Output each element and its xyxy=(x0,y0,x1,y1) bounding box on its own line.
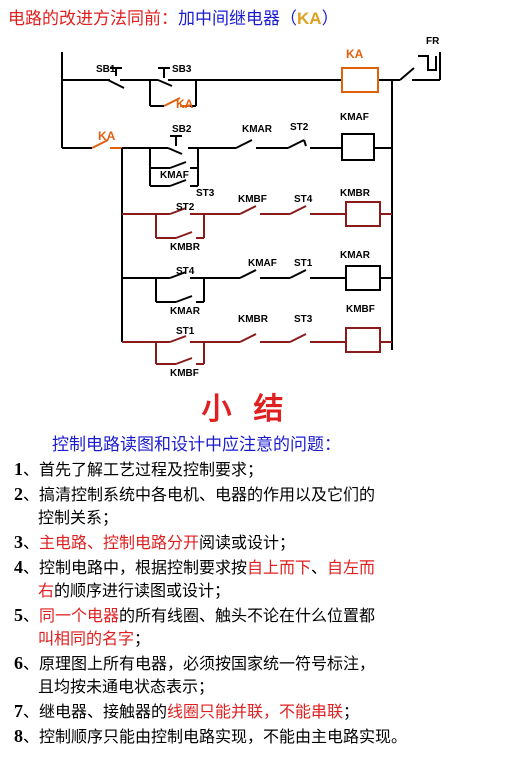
rule-text: 、搞清控制系统中各电机、电器的作用以及它们的 xyxy=(23,485,376,504)
rule-continuation: 右的顺序进行读图或设计； xyxy=(14,579,504,602)
label-kmar-holding: KMAR xyxy=(170,306,201,317)
label-st3-r5: ST3 xyxy=(294,314,313,325)
rule-text: 、首先了解工艺过程及控制要求； xyxy=(23,460,264,479)
label-ka-contact: KA xyxy=(98,129,116,143)
label-kmbf-holding: KMBF xyxy=(170,368,199,379)
rule-highlight: 右 xyxy=(38,581,55,600)
rule-number: 1 xyxy=(14,459,23,479)
summary-subtitle: 控制电路读图和设计中应注意的问题： xyxy=(52,435,341,455)
label-kmbf-r3: KMBF xyxy=(238,194,267,205)
label-st1-r5: ST1 xyxy=(176,326,195,337)
rule-text: 的所有线圈、触头不论在什么位置都 xyxy=(119,606,376,625)
rule-item: 8、控制顺序只能由控制电路实现，不能由主电路实现。 xyxy=(14,725,504,748)
label-kmaf-holding: KMAF xyxy=(160,170,189,181)
rule-number: 2 xyxy=(14,484,23,504)
title-suffix: ） xyxy=(321,9,339,29)
rule-item: 7、继电器、接触器的线圈只能并联，不能串联； xyxy=(14,700,504,723)
title-prefix: 电路的改进方法同前： xyxy=(8,9,178,29)
label-st3-branch: ST3 xyxy=(196,188,215,199)
page-title: 电路的改进方法同前：加中间继电器（KA） xyxy=(8,4,339,29)
rule-number: 5 xyxy=(14,605,23,625)
kmbf-coil xyxy=(345,327,381,353)
rule-continuation: 控制关系； xyxy=(38,508,119,527)
rule-continuation: 且均按未通电状态表示； xyxy=(38,677,215,696)
rules-list: 1、首先了解工艺过程及控制要求；2、搞清控制系统中各电机、电器的作用以及它们的控… xyxy=(14,458,504,750)
rule-text: 、 xyxy=(23,606,40,625)
rule-number: 7 xyxy=(14,701,23,721)
rule-item: 5、同一个电器的所有线圈、触头不论在什么位置都叫相同的名字； xyxy=(14,604,504,650)
rule-text: 、继电器、接触器的 xyxy=(23,702,168,721)
label-st4-r3: ST4 xyxy=(294,194,313,205)
rule-item: 3、主电路、控制电路分开阅读或设计； xyxy=(14,531,504,554)
kmbr-coil xyxy=(345,201,381,227)
summary-title: 小结 xyxy=(201,392,306,427)
rule-text: 、原理图上所有电器，必须按国家统一符号标注， xyxy=(23,654,376,673)
rule-item: 1、首先了解工艺过程及控制要求； xyxy=(14,458,504,481)
label-sb1: SB1 xyxy=(96,64,116,75)
rule-text: 阅读或设计； xyxy=(199,533,296,552)
label-sb2: SB2 xyxy=(172,124,192,135)
rule-highlight: 叫相同的名字 xyxy=(38,629,135,648)
rule-highlight: 主电路、控制电路分开 xyxy=(39,533,200,552)
label-kmar-nc: KMAR xyxy=(242,124,273,135)
label-kmaf-coil: KMAF xyxy=(340,112,369,123)
rule-item: 6、原理图上所有电器，必须按国家统一符号标注， 且均按未通电状态表示； xyxy=(14,652,504,698)
label-kmbr-r5: KMBR xyxy=(238,314,269,325)
rule-number: 6 xyxy=(14,653,23,673)
label-ka-holding: KA xyxy=(176,97,194,111)
label-kmbf-coil: KMBF xyxy=(346,304,375,315)
rule-item: 2、搞清控制系统中各电机、电器的作用以及它们的控制关系； xyxy=(14,483,504,529)
label-sb3: SB3 xyxy=(172,64,192,75)
label-st2-nc: ST2 xyxy=(290,122,309,133)
label-kmbr-holding: KMBR xyxy=(170,242,201,253)
rule-text: ； xyxy=(134,629,151,648)
label-st1-r4: ST1 xyxy=(294,258,313,269)
rule-highlight: 线圈只能并联，不能串联 xyxy=(167,702,344,721)
rule-text: 、 xyxy=(311,558,328,577)
rule-continuation: 叫相同的名字； xyxy=(14,627,504,650)
label-st4-r4: ST4 xyxy=(176,266,195,277)
control-circuit-diagram: KA KA KA SB2 KMAR ST2 KMAF K xyxy=(61,36,441,379)
label-kmbr-coil: KMBR xyxy=(340,188,371,199)
kmaf-coil xyxy=(341,133,375,161)
rule-number: 3 xyxy=(14,532,23,552)
rule-text: 、控制顺序只能由控制电路实现，不能由主电路实现。 xyxy=(23,727,408,746)
title-ka: KA xyxy=(297,9,322,28)
title-middle: 加中间继电器（ xyxy=(178,9,297,29)
ka-coil xyxy=(341,67,379,93)
rule-text: 、 xyxy=(23,533,40,552)
label-kmar-coil: KMAR xyxy=(340,250,371,261)
label-fr: FR xyxy=(426,36,440,47)
label-kmaf-r4: KMAF xyxy=(248,258,277,269)
kmar-coil xyxy=(345,265,381,291)
rule-text: 、控制电路中，根据控制要求按 xyxy=(23,558,248,577)
rule-highlight: 同一个电器 xyxy=(39,606,120,625)
label-st2-r3: ST2 xyxy=(176,202,195,213)
rule-number: 4 xyxy=(14,557,23,577)
rule-highlight: 自左而 xyxy=(327,558,376,577)
rule-item: 4、控制电路中，根据控制要求按自上而下、自左而右的顺序进行读图或设计； xyxy=(14,556,504,602)
rule-number: 8 xyxy=(14,726,23,746)
rule-text: ； xyxy=(343,702,360,721)
rule-text: 的顺序进行读图或设计； xyxy=(54,581,231,600)
label-ka-coil: KA xyxy=(346,47,364,61)
rule-highlight: 自上而下 xyxy=(247,558,312,577)
